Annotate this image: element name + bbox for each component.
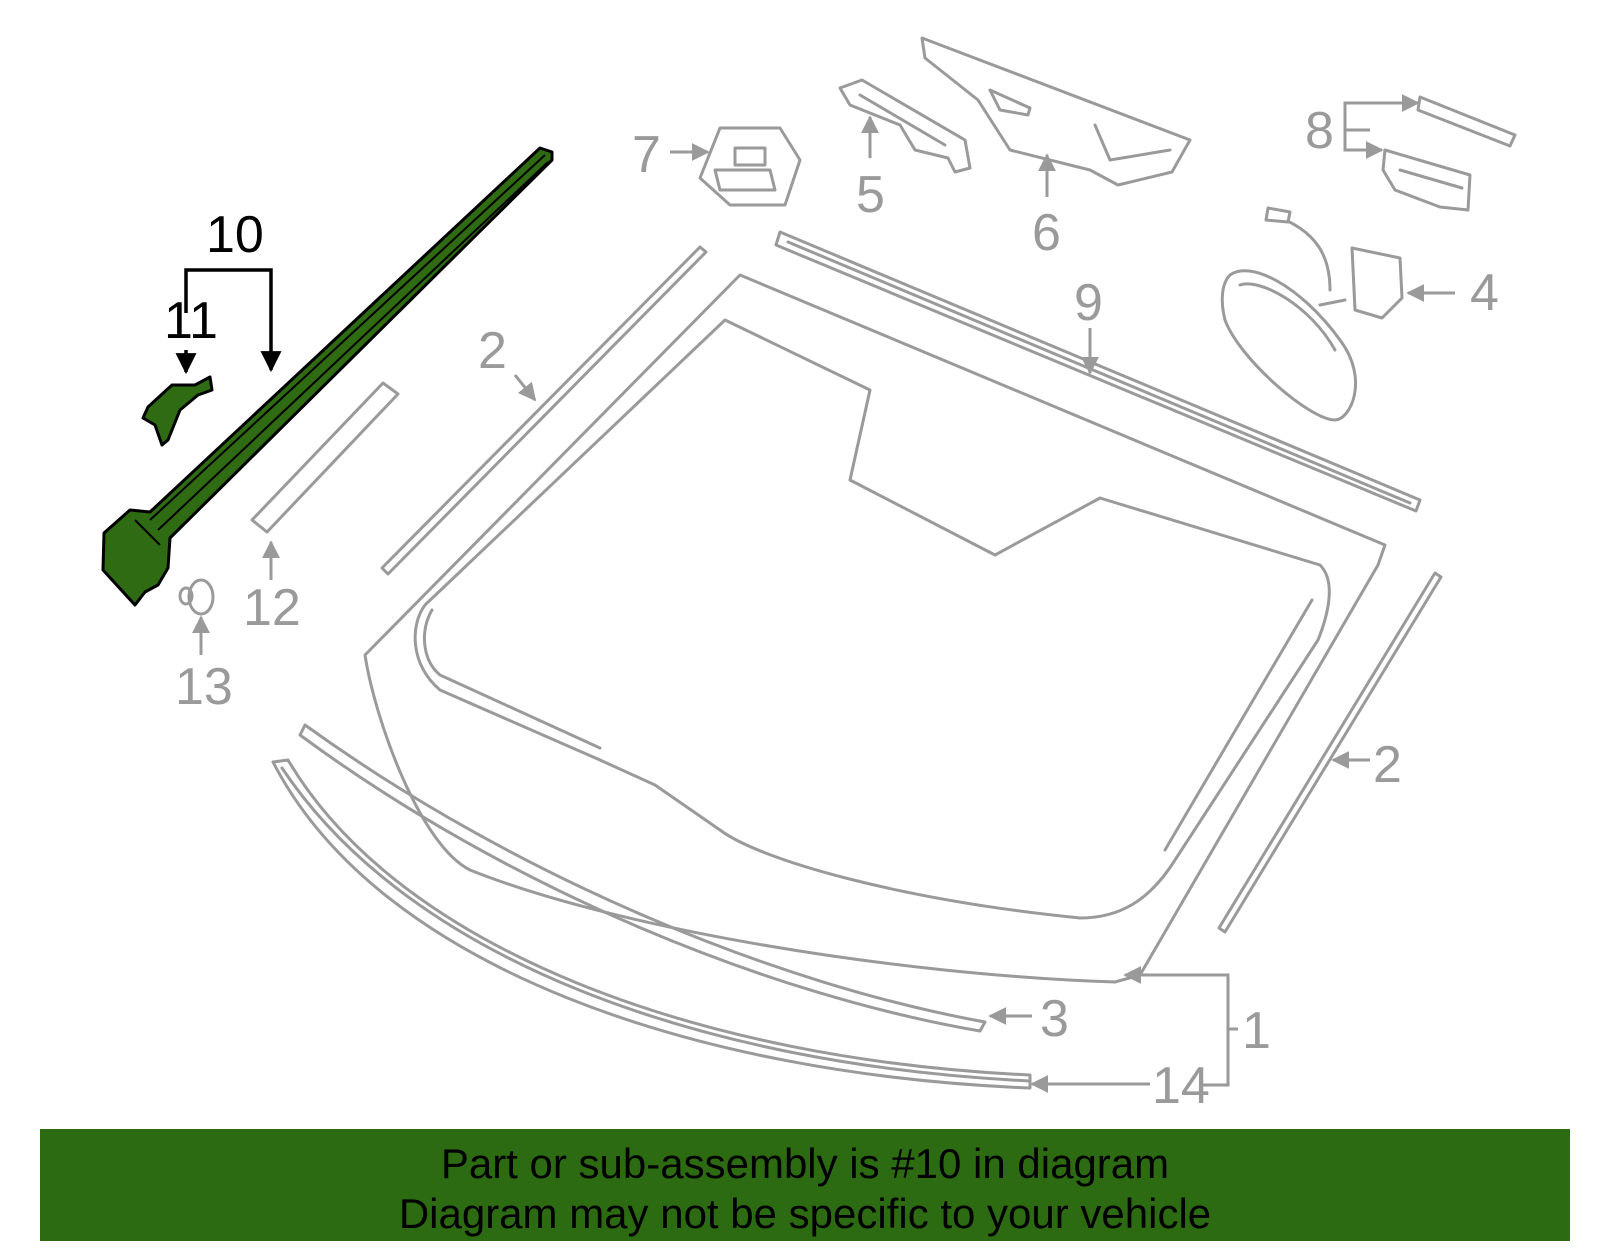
- upper-molding[interactable]: [774, 230, 1422, 513]
- callout-2-right: 2: [1373, 736, 1402, 794]
- callout-12: 12: [243, 579, 301, 637]
- clip[interactable]: [178, 578, 215, 616]
- info-banner: Part or sub-assembly is #10 in diagram D…: [40, 1129, 1570, 1241]
- banner-line-2: Diagram may not be specific to your vehi…: [398, 1190, 1212, 1237]
- cowl-strip[interactable]: [271, 758, 1032, 1090]
- mirror-bracket[interactable]: [838, 78, 972, 174]
- callout-7: 7: [632, 126, 661, 184]
- lower-molding[interactable]: [298, 723, 987, 1033]
- callout-3: 3: [1040, 990, 1069, 1048]
- callout-14: 14: [1152, 1057, 1210, 1115]
- rearview-mirror[interactable]: [1220, 206, 1404, 422]
- callout-labels: 7 5 6 8 4 9 2 2 12 13 3 1 14 10 11: [164, 102, 1499, 1115]
- callout-9: 9: [1074, 274, 1103, 332]
- leader-lines: [175, 94, 1455, 1093]
- callout-2-left: 2: [478, 322, 507, 380]
- mirror-covers[interactable]: [1381, 95, 1517, 212]
- trim-cover[interactable]: [920, 36, 1192, 187]
- callout-11: 11: [164, 292, 218, 350]
- callout-1: 1: [1242, 1002, 1271, 1060]
- rain-sensor[interactable]: [698, 126, 802, 207]
- banner-line-1: Part or sub-assembly is #10 in diagram: [440, 1140, 1170, 1187]
- callout-8: 8: [1305, 102, 1334, 160]
- side-molding-left[interactable]: [380, 245, 708, 576]
- a-pillar-molding-highlighted[interactable]: [101, 146, 554, 607]
- callout-4: 4: [1470, 264, 1499, 322]
- callout-13: 13: [175, 658, 233, 716]
- callout-6: 6: [1032, 204, 1061, 262]
- side-molding-right[interactable]: [1217, 571, 1443, 934]
- bracket-11-highlighted[interactable]: [141, 375, 214, 447]
- callout-5: 5: [856, 166, 885, 224]
- callout-10: 10: [206, 206, 264, 264]
- seal-strip[interactable]: [250, 381, 400, 534]
